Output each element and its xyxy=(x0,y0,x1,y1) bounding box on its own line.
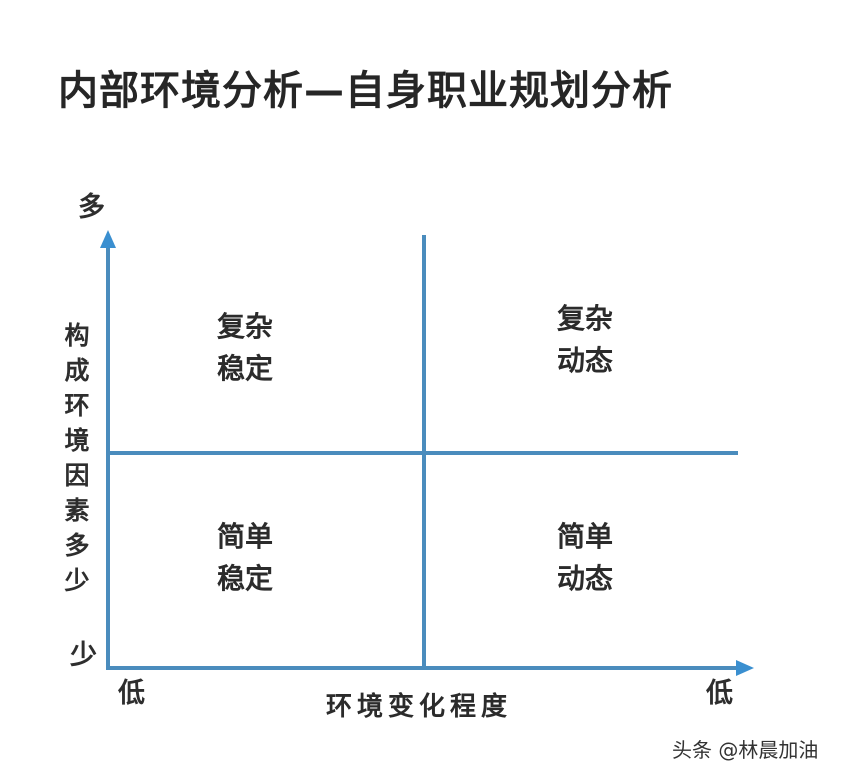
watermark: 头条 @林晨加油 xyxy=(672,738,819,762)
y-axis-arrow-icon xyxy=(100,230,116,248)
y-axis-label-char: 素 xyxy=(64,496,90,525)
y-axis-label-char: 构 xyxy=(64,321,90,350)
quadrant-line: 稳定 xyxy=(217,352,274,385)
quadrant-line: 简单 xyxy=(557,520,614,553)
x-axis-arrow-icon xyxy=(736,660,754,676)
y-axis-bottom-label: 少 xyxy=(70,640,97,671)
quadrant-bottom-right: 简单 动态 xyxy=(557,516,613,600)
x-axis-label: 环境变化程度 xyxy=(326,692,513,722)
y-axis-label-char: 多 xyxy=(64,531,90,560)
quadrant-line: 动态 xyxy=(557,344,614,377)
y-axis-top-label: 多 xyxy=(78,192,105,223)
quadrant-top-right: 复杂 动态 xyxy=(557,298,613,382)
quadrant-line: 稳定 xyxy=(217,562,274,595)
quadrant-bottom-left: 简单 稳定 xyxy=(217,516,273,600)
quadrant-top-left: 复杂 稳定 xyxy=(217,306,273,390)
quadrant-line: 动态 xyxy=(557,562,614,595)
y-axis-label-char: 成 xyxy=(64,356,90,385)
page-title: 内部环境分析—自身职业规划分析 xyxy=(58,68,673,114)
quadrant-line: 简单 xyxy=(217,520,274,553)
y-axis-label-char: 境 xyxy=(64,426,90,455)
y-axis-label: 构 成 环 境 因 素 多 少 xyxy=(62,318,92,598)
x-axis-right-label: 低 xyxy=(706,678,733,709)
y-axis-label-char: 因 xyxy=(64,461,90,490)
quadrant-line: 复杂 xyxy=(557,302,614,335)
y-axis-label-char: 环 xyxy=(64,391,90,420)
y-axis-label-char: 少 xyxy=(64,566,90,595)
x-axis-left-label: 低 xyxy=(118,678,145,709)
quadrant-line: 复杂 xyxy=(217,310,274,343)
